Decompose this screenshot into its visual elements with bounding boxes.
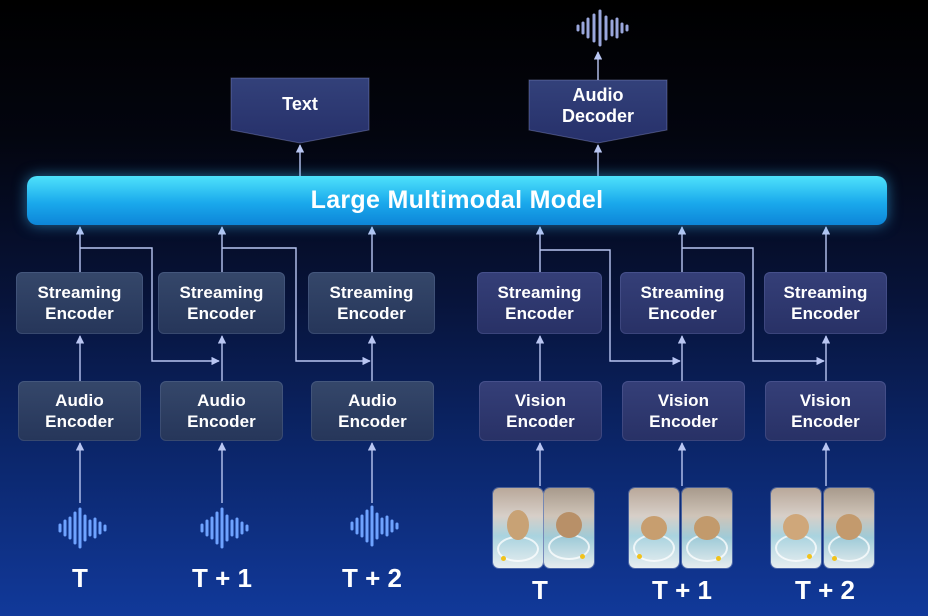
video-frame-thumbnail [544,488,594,568]
video-frame-thumbnail [493,488,543,568]
text-output-shape [230,77,370,144]
video-frame-thumbnail [682,488,732,568]
arrow-a1-state-to-a2 [80,247,220,366]
audio-encoder-t1: Audio Encoder [160,381,283,441]
audio-waveform-icon [350,505,399,547]
audio-streaming-encoder-t1: Streaming Encoder [158,272,285,334]
vision-streaming-encoder-t: Streaming Encoder [477,272,602,334]
arrow-a2-state-to-a3 [222,247,371,366]
large-multimodal-model: Large Multimodal Model [27,176,887,225]
audio-decoder-shape [528,79,668,144]
time-label-audio-t1: T + 1 [192,563,252,593]
arrow-v1-state-to-v2 [540,249,681,366]
vision-streaming-encoder-t1: Streaming Encoder [620,272,745,334]
audio-waveform-icon [200,507,249,549]
time-label-audio-t2: T + 2 [342,563,402,593]
time-label-audio-t: T [72,563,88,593]
audio-streaming-encoder-t2: Streaming Encoder [308,272,435,334]
audio-decoder: Audio Decoder [561,85,635,126]
time-label-vision-t: T [532,575,548,605]
video-frame-thumbnail [824,488,874,568]
audio-encoder-t2: Audio Encoder [311,381,434,441]
vision-encoder-t: Vision Encoder [479,381,602,441]
audio-waveform-icon [58,507,107,549]
vision-streaming-encoder-t2: Streaming Encoder [764,272,887,334]
audio-waveform-icon [576,9,629,47]
audio-streaming-encoder-t: Streaming Encoder [16,272,143,334]
text-output: Text [282,93,318,114]
time-label-vision-t2: T + 2 [795,575,855,605]
time-label-vision-t1: T + 1 [652,575,712,605]
video-frame-thumbnail [629,488,679,568]
vision-encoder-t2: Vision Encoder [765,381,886,441]
vision-encoder-t1: Vision Encoder [622,381,745,441]
arrow-v2-state-to-v3 [682,247,825,366]
video-frame-thumbnail [771,488,821,568]
audio-encoder-t: Audio Encoder [18,381,141,441]
